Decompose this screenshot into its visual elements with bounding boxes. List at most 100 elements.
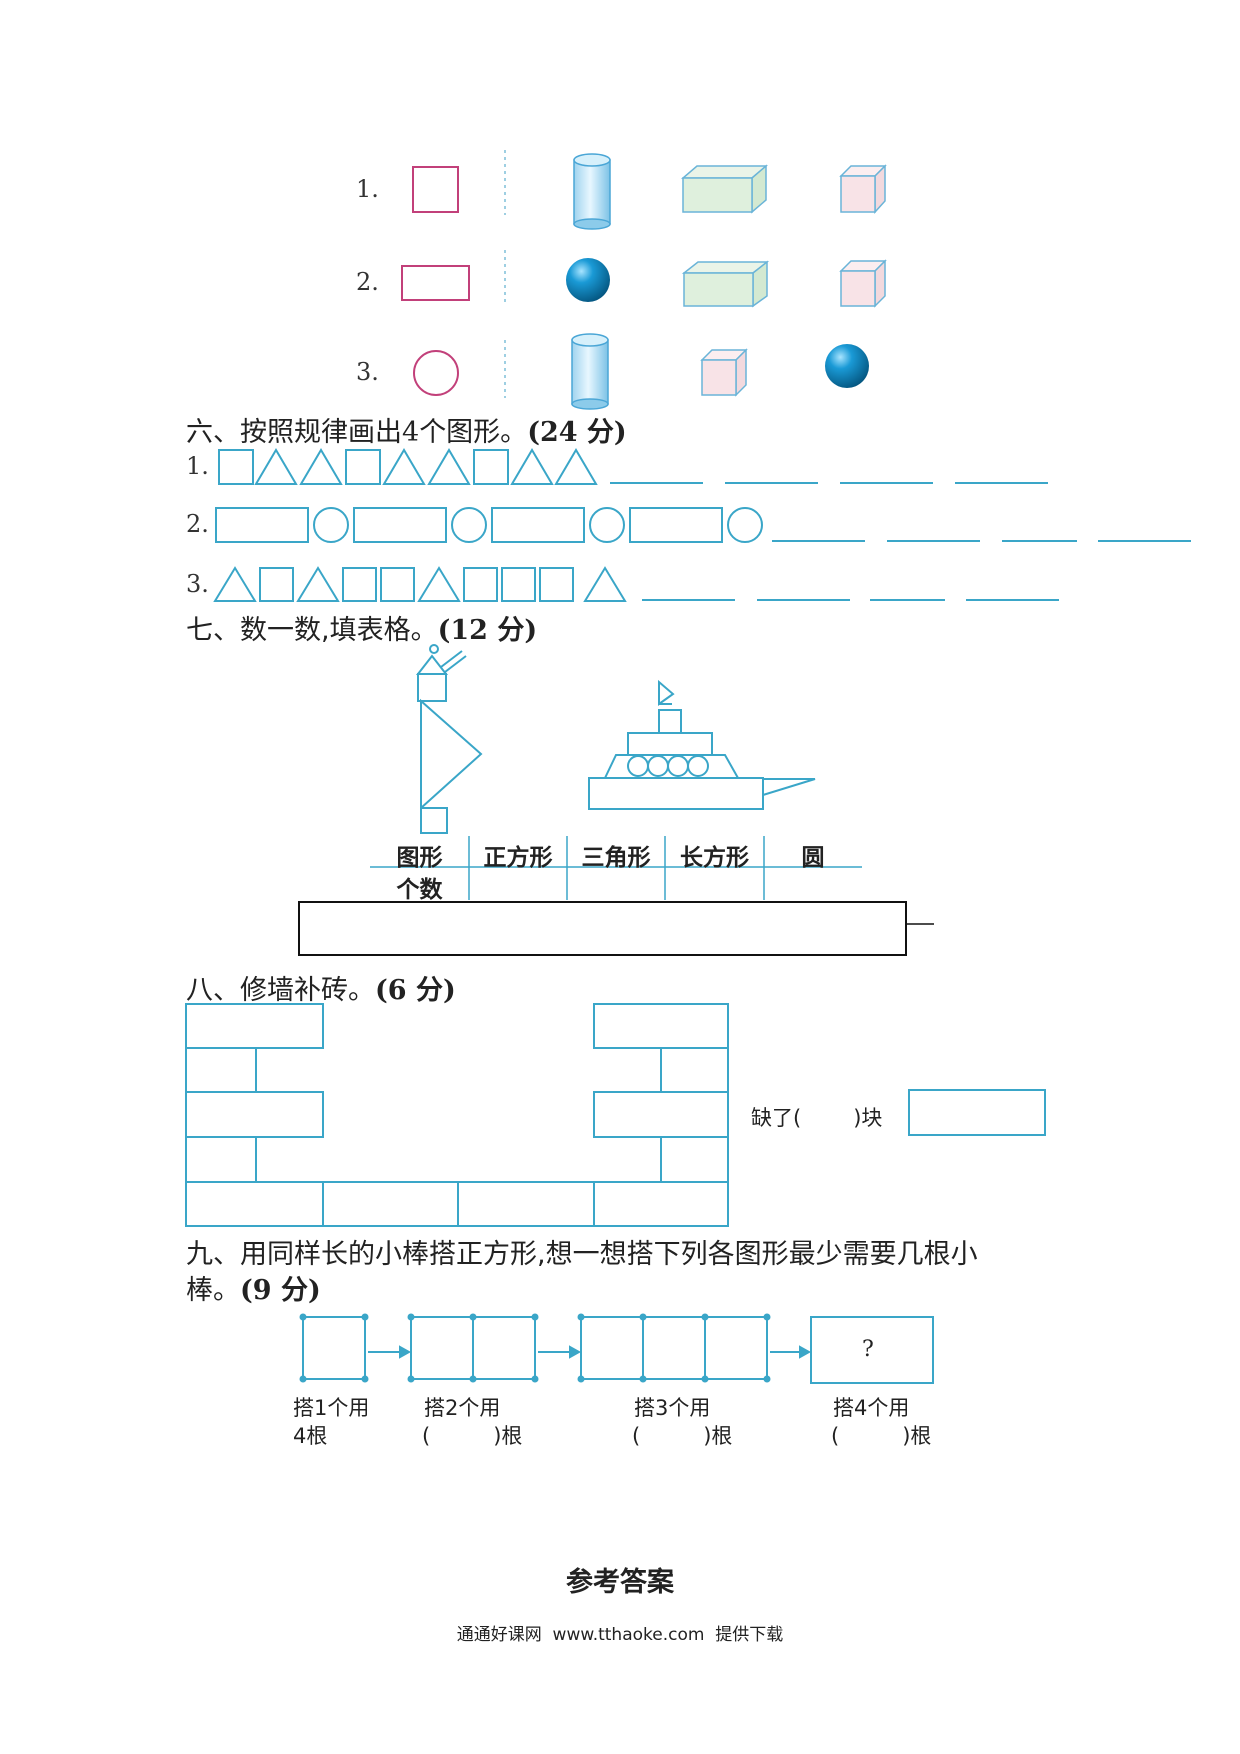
section6-title-end: 个图形。 <box>419 417 528 448</box>
pattern-triangle <box>254 448 298 485</box>
missing-prefix: 缺了( <box>751 1106 802 1130</box>
answer-blank[interactable] <box>966 599 1059 601</box>
section8-score: (6 分) <box>375 975 456 1006</box>
section9-heading-line1: 九、用同样长的小棒搭正方形,想一想搭下列各图形最少需要几根小 <box>186 1239 978 1270</box>
step-label: 搭4个用 <box>833 1396 910 1420</box>
square-icon <box>412 166 459 213</box>
missing-bricks-prompt: 缺了()块 <box>751 1102 882 1132</box>
step-label: 搭2个用 <box>424 1396 501 1420</box>
cuboid-icon <box>680 164 769 214</box>
answer-blank[interactable] <box>772 540 865 542</box>
section8-heading: 八、修墙补砖。(6 分) <box>186 968 456 1007</box>
pattern-square <box>501 567 536 602</box>
answer-blank[interactable] <box>725 482 818 484</box>
answer-blank[interactable] <box>955 482 1048 484</box>
question-mark: ? <box>862 1337 874 1362</box>
pattern-triangle <box>213 566 257 602</box>
arrow-icons <box>368 1345 812 1359</box>
answer-blank[interactable] <box>757 599 850 601</box>
step-answer[interactable]: ( )根 <box>831 1424 932 1448</box>
answer-blank[interactable] <box>1098 540 1191 542</box>
row-label: 2. <box>356 268 379 296</box>
table-header: 正方形 <box>483 845 553 871</box>
figure-boat <box>588 679 816 810</box>
pattern-rectangle <box>491 507 585 543</box>
cube-icon <box>839 259 887 308</box>
pattern-rectangle <box>629 507 723 543</box>
brick-sample <box>908 1089 1046 1136</box>
table-header: 图形 <box>396 845 443 871</box>
pattern-triangle <box>554 448 598 485</box>
pattern-square <box>380 567 415 602</box>
pattern-circle <box>589 507 625 543</box>
cube-icon <box>839 164 887 214</box>
table-row-label: 个数 <box>396 877 443 903</box>
pattern-rectangle <box>353 507 447 543</box>
pattern-triangle <box>510 448 554 485</box>
cylinder-icon <box>571 333 609 410</box>
stick-joints <box>299 1313 771 1383</box>
circle-icon <box>413 350 459 396</box>
pattern-square <box>473 449 509 485</box>
pattern-triangle <box>382 448 426 485</box>
row-label: 3. <box>186 570 209 598</box>
pattern-triangle <box>427 448 471 485</box>
answer-blank[interactable] <box>1002 540 1077 542</box>
answer-blank[interactable] <box>887 540 980 542</box>
section9-title-end: 棒。 <box>186 1275 240 1306</box>
table-header: 圆 <box>801 845 825 871</box>
table-header: 长方形 <box>680 845 749 871</box>
answer-box[interactable] <box>298 901 907 956</box>
brick-wall <box>185 1003 729 1227</box>
row-label: 1. <box>356 175 379 203</box>
step-label: 搭3个用 <box>634 1396 711 1420</box>
section6-score: (24 分) <box>527 417 627 448</box>
section7-title: 七、数一数,填表格。 <box>186 615 438 646</box>
footer-text: 通通好课网 www.tthaoke.com 提供下载 <box>456 1625 784 1645</box>
pattern-square <box>218 449 254 485</box>
pattern-circle <box>313 507 349 543</box>
pattern-circle <box>727 507 763 543</box>
answer-blank[interactable] <box>610 482 703 484</box>
section7-score: (12 分) <box>437 615 538 646</box>
pattern-square <box>539 567 574 602</box>
pattern-circle <box>451 507 487 543</box>
row-label: 2. <box>186 510 209 538</box>
answer-title: 参考答案 <box>566 1567 674 1598</box>
pattern-square <box>342 567 377 602</box>
cube-icon <box>700 348 748 397</box>
section6-title: 六、按照规律画出 <box>186 417 402 448</box>
row-label: 1. <box>186 452 209 480</box>
pattern-triangle <box>299 448 343 485</box>
answer-blank[interactable] <box>870 599 945 601</box>
sphere-icon <box>825 344 869 388</box>
pattern-triangle <box>583 566 627 602</box>
section8-title: 八、修墙补砖。 <box>186 975 375 1006</box>
table-header: 三角形 <box>581 845 651 871</box>
sphere-icon <box>566 258 610 302</box>
section9-score: (9 分) <box>240 1275 321 1306</box>
step-answer: 4根 <box>293 1424 328 1448</box>
step-label: 搭1个用 <box>293 1396 370 1420</box>
pattern-rectangle <box>215 507 309 543</box>
section6-heading: 六、按照规律画出4个图形。(24 分) <box>186 410 627 449</box>
pattern-square <box>259 567 294 602</box>
pattern-square <box>345 449 381 485</box>
rectangle-icon <box>401 265 470 301</box>
answer-blank[interactable] <box>840 482 933 484</box>
step-answer[interactable]: ( )根 <box>632 1424 733 1448</box>
pattern-triangle <box>417 566 461 602</box>
cylinder-icon <box>573 153 611 230</box>
section6-count: 4 <box>402 417 420 448</box>
pattern-square <box>463 567 498 602</box>
cuboid-icon <box>681 260 770 308</box>
answer-blank[interactable] <box>642 599 735 601</box>
stick-figures <box>302 1316 934 1384</box>
figure-tower <box>415 644 483 834</box>
section7-heading: 七、数一数,填表格。(12 分) <box>186 608 537 647</box>
step-answer[interactable]: ( )根 <box>422 1424 523 1448</box>
count-table-grid <box>370 836 862 900</box>
row-label: 3. <box>356 358 379 386</box>
section9-heading-line2: 棒。(9 分) <box>186 1268 321 1307</box>
